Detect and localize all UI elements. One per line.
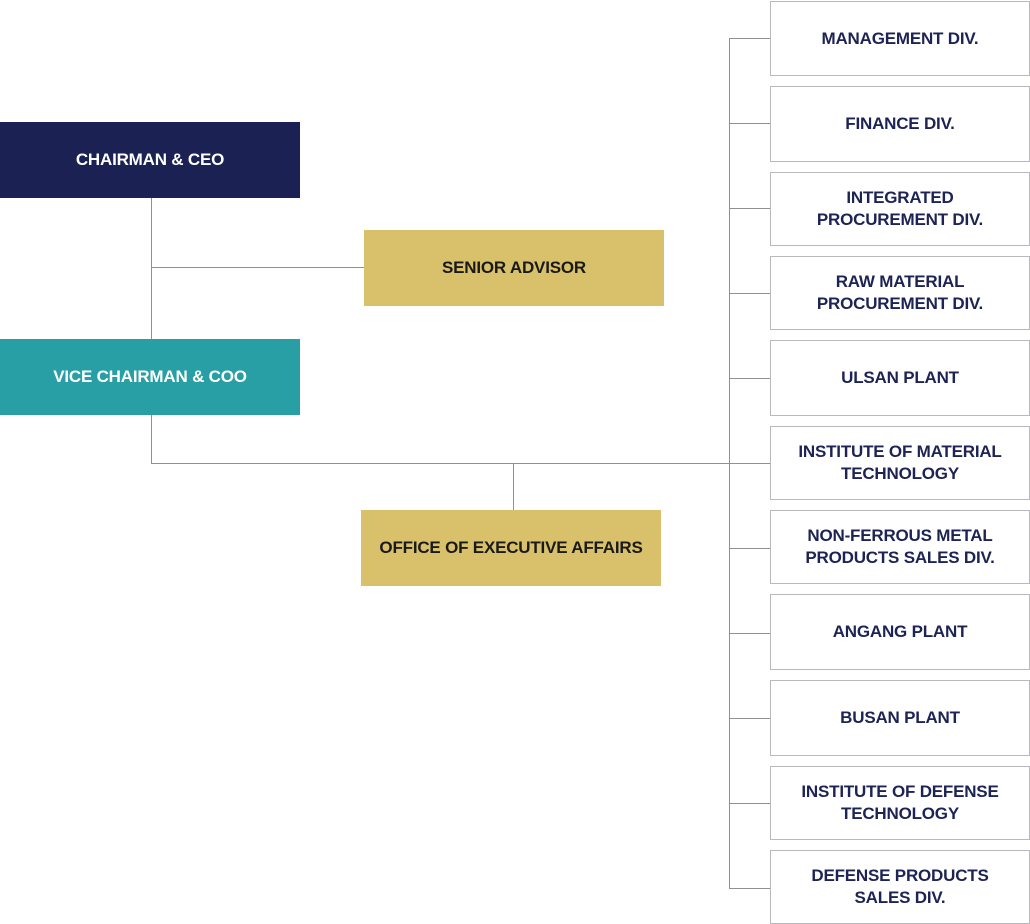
- division-label: FINANCE DIV.: [845, 114, 955, 133]
- connector-senior-advisor: [151, 267, 364, 268]
- division-ulsan-plant: ULSAN PLANT: [770, 340, 1030, 416]
- division-institute-defense-technology: INSTITUTE OF DEFENSE TECHNOLOGY: [770, 766, 1030, 840]
- connector-division-trunk: [729, 38, 730, 889]
- connector-division-branch: [729, 378, 771, 379]
- connector-division-branch: [729, 548, 771, 549]
- division-label: NON-FERROUS METAL PRODUCTS SALES DIV.: [805, 526, 995, 567]
- chairman-box: CHAIRMAN & CEO: [0, 122, 300, 198]
- division-non-ferrous-sales: NON-FERROUS METAL PRODUCTS SALES DIV.: [770, 510, 1030, 584]
- division-label: MANAGEMENT DIV.: [821, 28, 979, 48]
- connector-division-branch: [729, 633, 771, 634]
- connector-division-branch: [729, 803, 771, 804]
- division-label: BUSAN PLANT: [840, 708, 960, 727]
- vice-chairman-label: VICE CHAIRMAN & COO: [53, 367, 247, 386]
- connector-division-branch: [729, 888, 771, 889]
- division-label: INTEGRATED PROCUREMENT DIV.: [816, 188, 984, 229]
- division-label: DEFENSE PRODUCTS SALES DIV.: [811, 866, 989, 907]
- division-label: RAW MATERIAL PROCUREMENT DIV.: [816, 272, 984, 313]
- division-defense-products-sales: DEFENSE PRODUCTS SALES DIV.: [770, 850, 1030, 924]
- connector-chairman-vice: [151, 197, 152, 340]
- division-label: INSTITUTE OF DEFENSE TECHNOLOGY: [801, 782, 999, 823]
- executive-affairs-box: OFFICE OF EXECUTIVE AFFAIRS: [361, 510, 661, 586]
- chairman-label: CHAIRMAN & CEO: [75, 150, 225, 169]
- connector-main-horizontal: [151, 463, 771, 464]
- division-label: ANGANG PLANT: [832, 622, 968, 641]
- connector-vice-down: [151, 414, 152, 464]
- connector-division-branch: [729, 718, 771, 719]
- vice-chairman-box: VICE CHAIRMAN & COO: [0, 339, 300, 415]
- division-label: INSTITUTE OF MATERIAL TECHNOLOGY: [798, 442, 1002, 483]
- executive-affairs-label: OFFICE OF EXECUTIVE AFFAIRS: [379, 538, 643, 557]
- connector-division-branch: [729, 293, 771, 294]
- connector-division-branch: [729, 208, 771, 209]
- division-busan-plant: BUSAN PLANT: [770, 680, 1030, 756]
- division-label: ULSAN PLANT: [841, 368, 959, 387]
- division-raw-material-procurement: RAW MATERIAL PROCUREMENT DIV.: [770, 256, 1030, 330]
- senior-advisor-box: SENIOR ADVISOR: [364, 230, 664, 306]
- division-management: MANAGEMENT DIV.: [770, 1, 1030, 76]
- connector-executive-affairs: [513, 463, 514, 511]
- division-angang-plant: ANGANG PLANT: [770, 594, 1030, 670]
- connector-division-branch: [729, 123, 771, 124]
- connector-division-branch: [729, 38, 771, 39]
- division-institute-material-technology: INSTITUTE OF MATERIAL TECHNOLOGY: [770, 426, 1030, 500]
- division-finance: FINANCE DIV.: [770, 86, 1030, 162]
- division-integrated-procurement: INTEGRATED PROCUREMENT DIV.: [770, 172, 1030, 246]
- senior-advisor-label: SENIOR ADVISOR: [442, 258, 586, 277]
